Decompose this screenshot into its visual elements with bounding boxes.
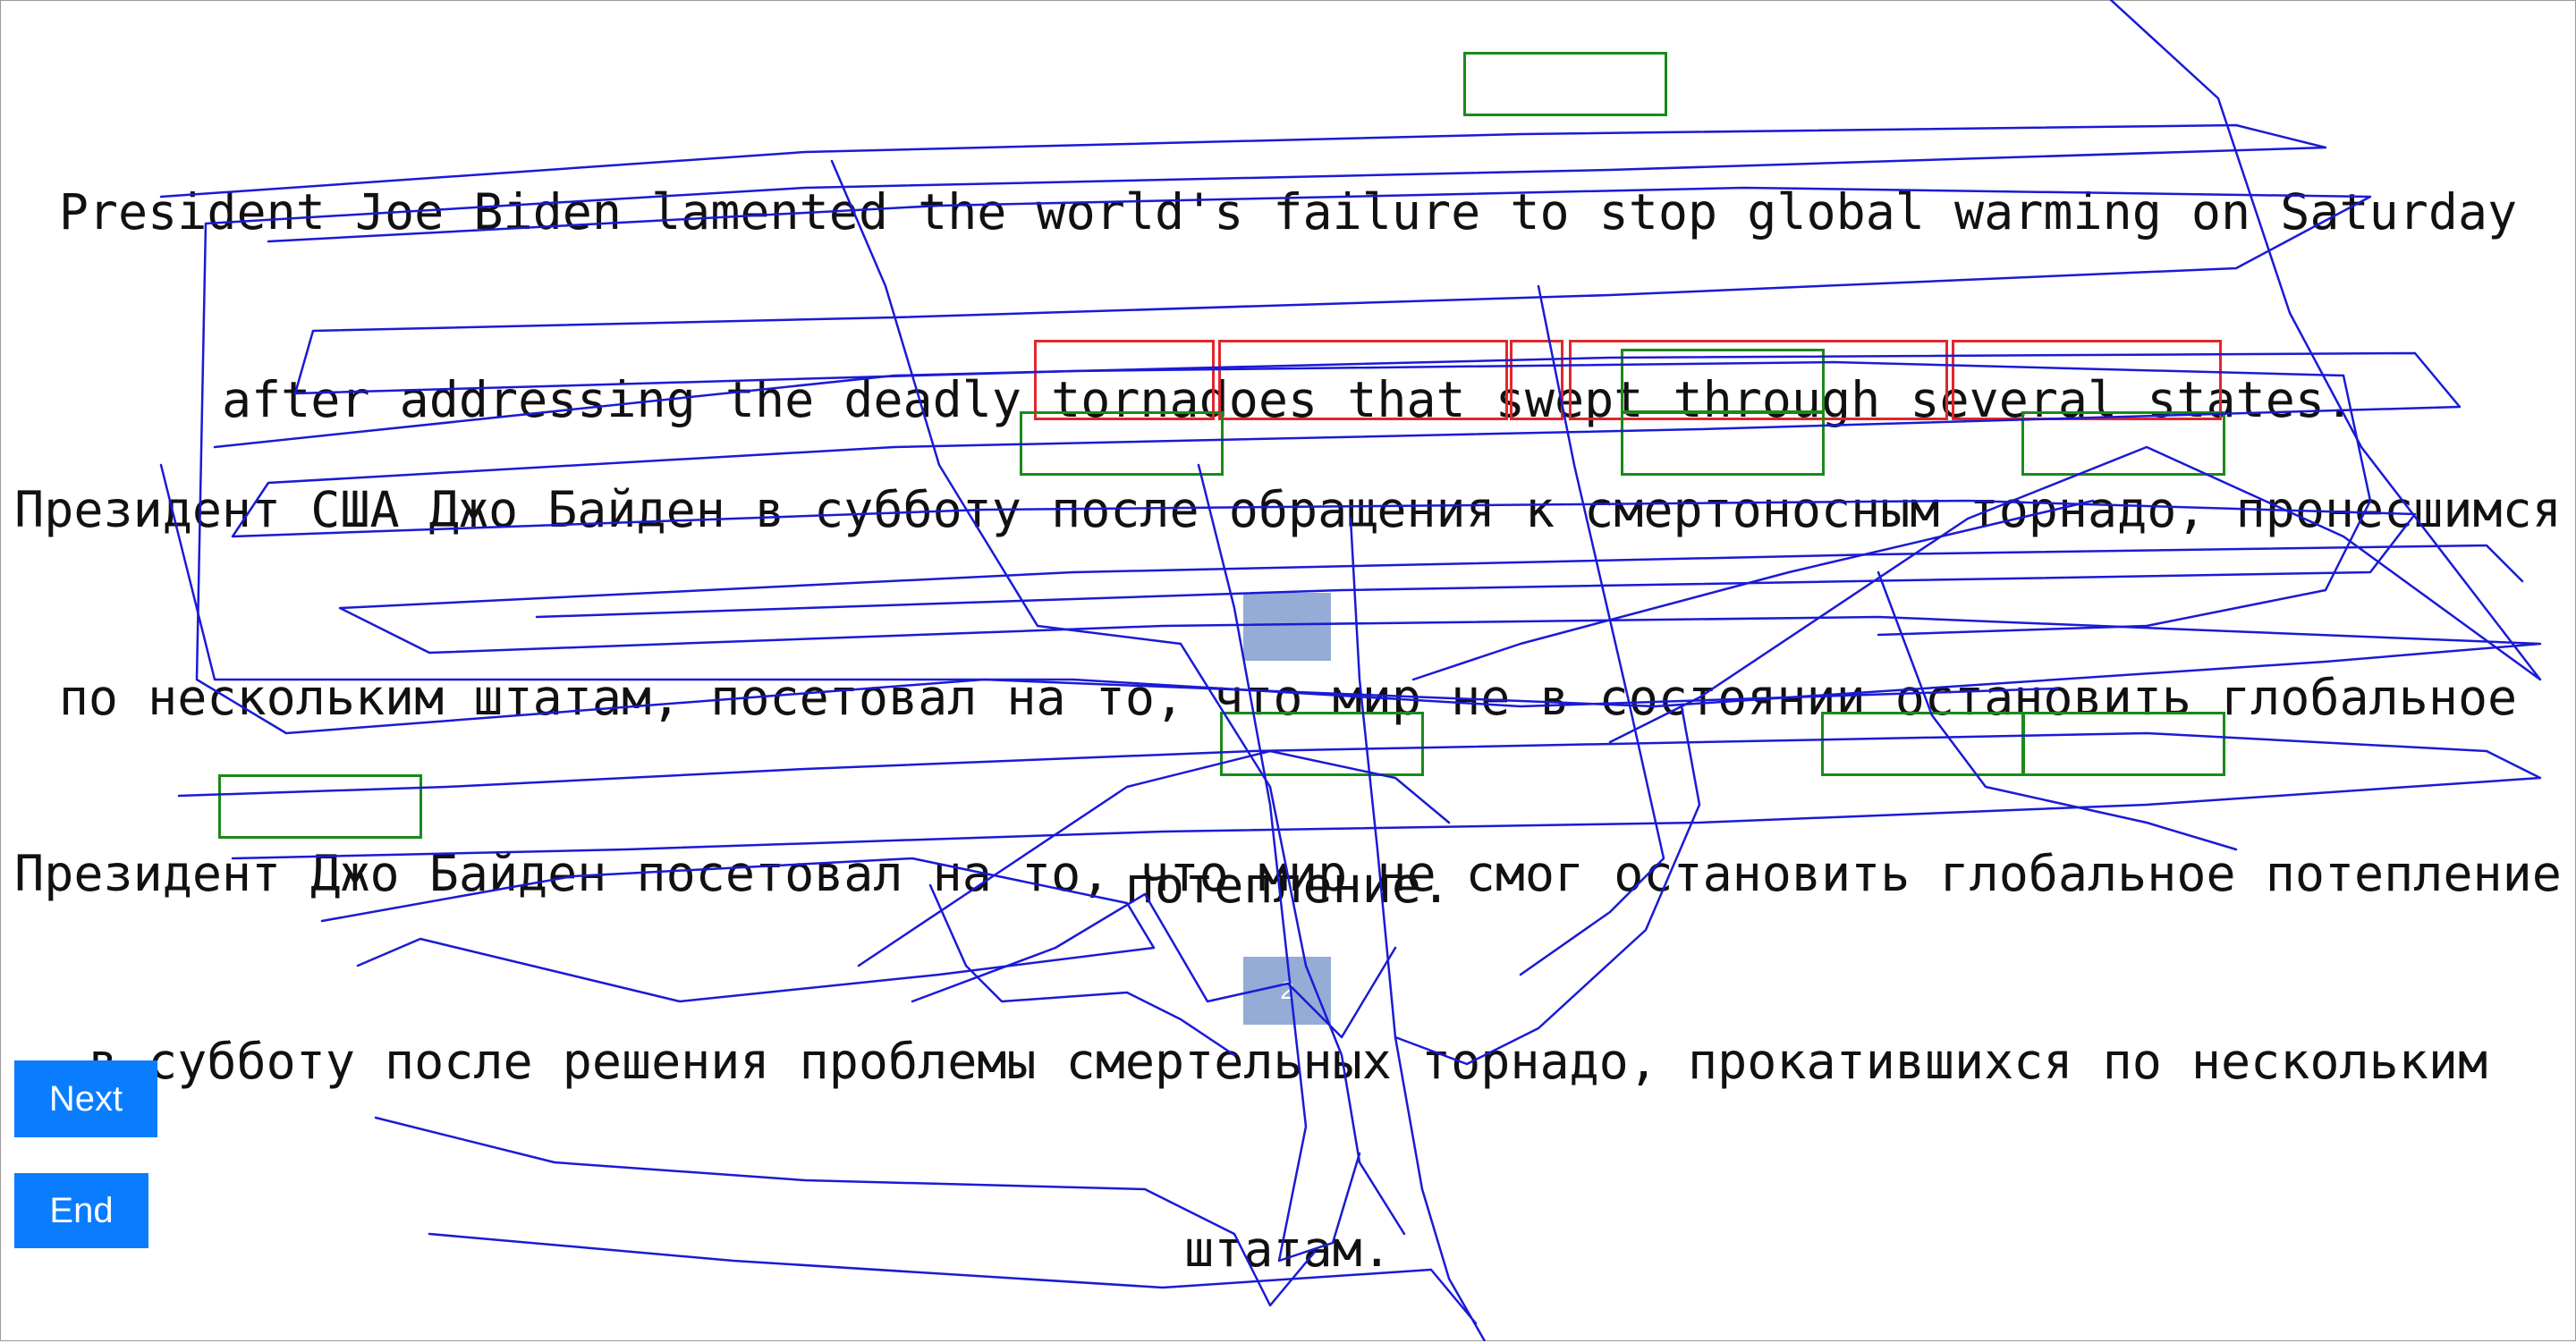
- highlight-box: [218, 774, 422, 839]
- translation-1-line: Президент США Джо Байден в субботу после…: [14, 481, 2562, 538]
- highlight-box: [1463, 52, 1667, 116]
- highlight-box: [1621, 411, 1825, 476]
- highlight-box: [1020, 411, 1224, 476]
- next-button[interactable]: Next: [14, 1060, 157, 1137]
- translation-2-marker: 2: [1243, 957, 1331, 1025]
- highlight-box: [1220, 712, 1424, 776]
- source-line: President Joe Biden lamented the world's…: [58, 183, 2518, 241]
- end-button[interactable]: End: [14, 1173, 148, 1248]
- highlight-box: [2021, 411, 2225, 476]
- highlight-box-red: [1510, 340, 1563, 420]
- highlight-box: [2021, 712, 2225, 776]
- highlight-box-red: [1952, 340, 2222, 420]
- translation-1-marker: [1243, 593, 1331, 661]
- highlight-box: [1621, 349, 1825, 413]
- translation-2-line: штатам.: [1184, 1221, 1392, 1278]
- translation-2-line: Президент Джо Байден посетовал на то, чт…: [14, 845, 2562, 902]
- highlight-box-red: [1218, 340, 1508, 420]
- highlight-box-red: [1034, 340, 1215, 420]
- translation-2-line: в субботу после решения проблемы смертел…: [88, 1033, 2488, 1090]
- highlight-box: [1821, 712, 2025, 776]
